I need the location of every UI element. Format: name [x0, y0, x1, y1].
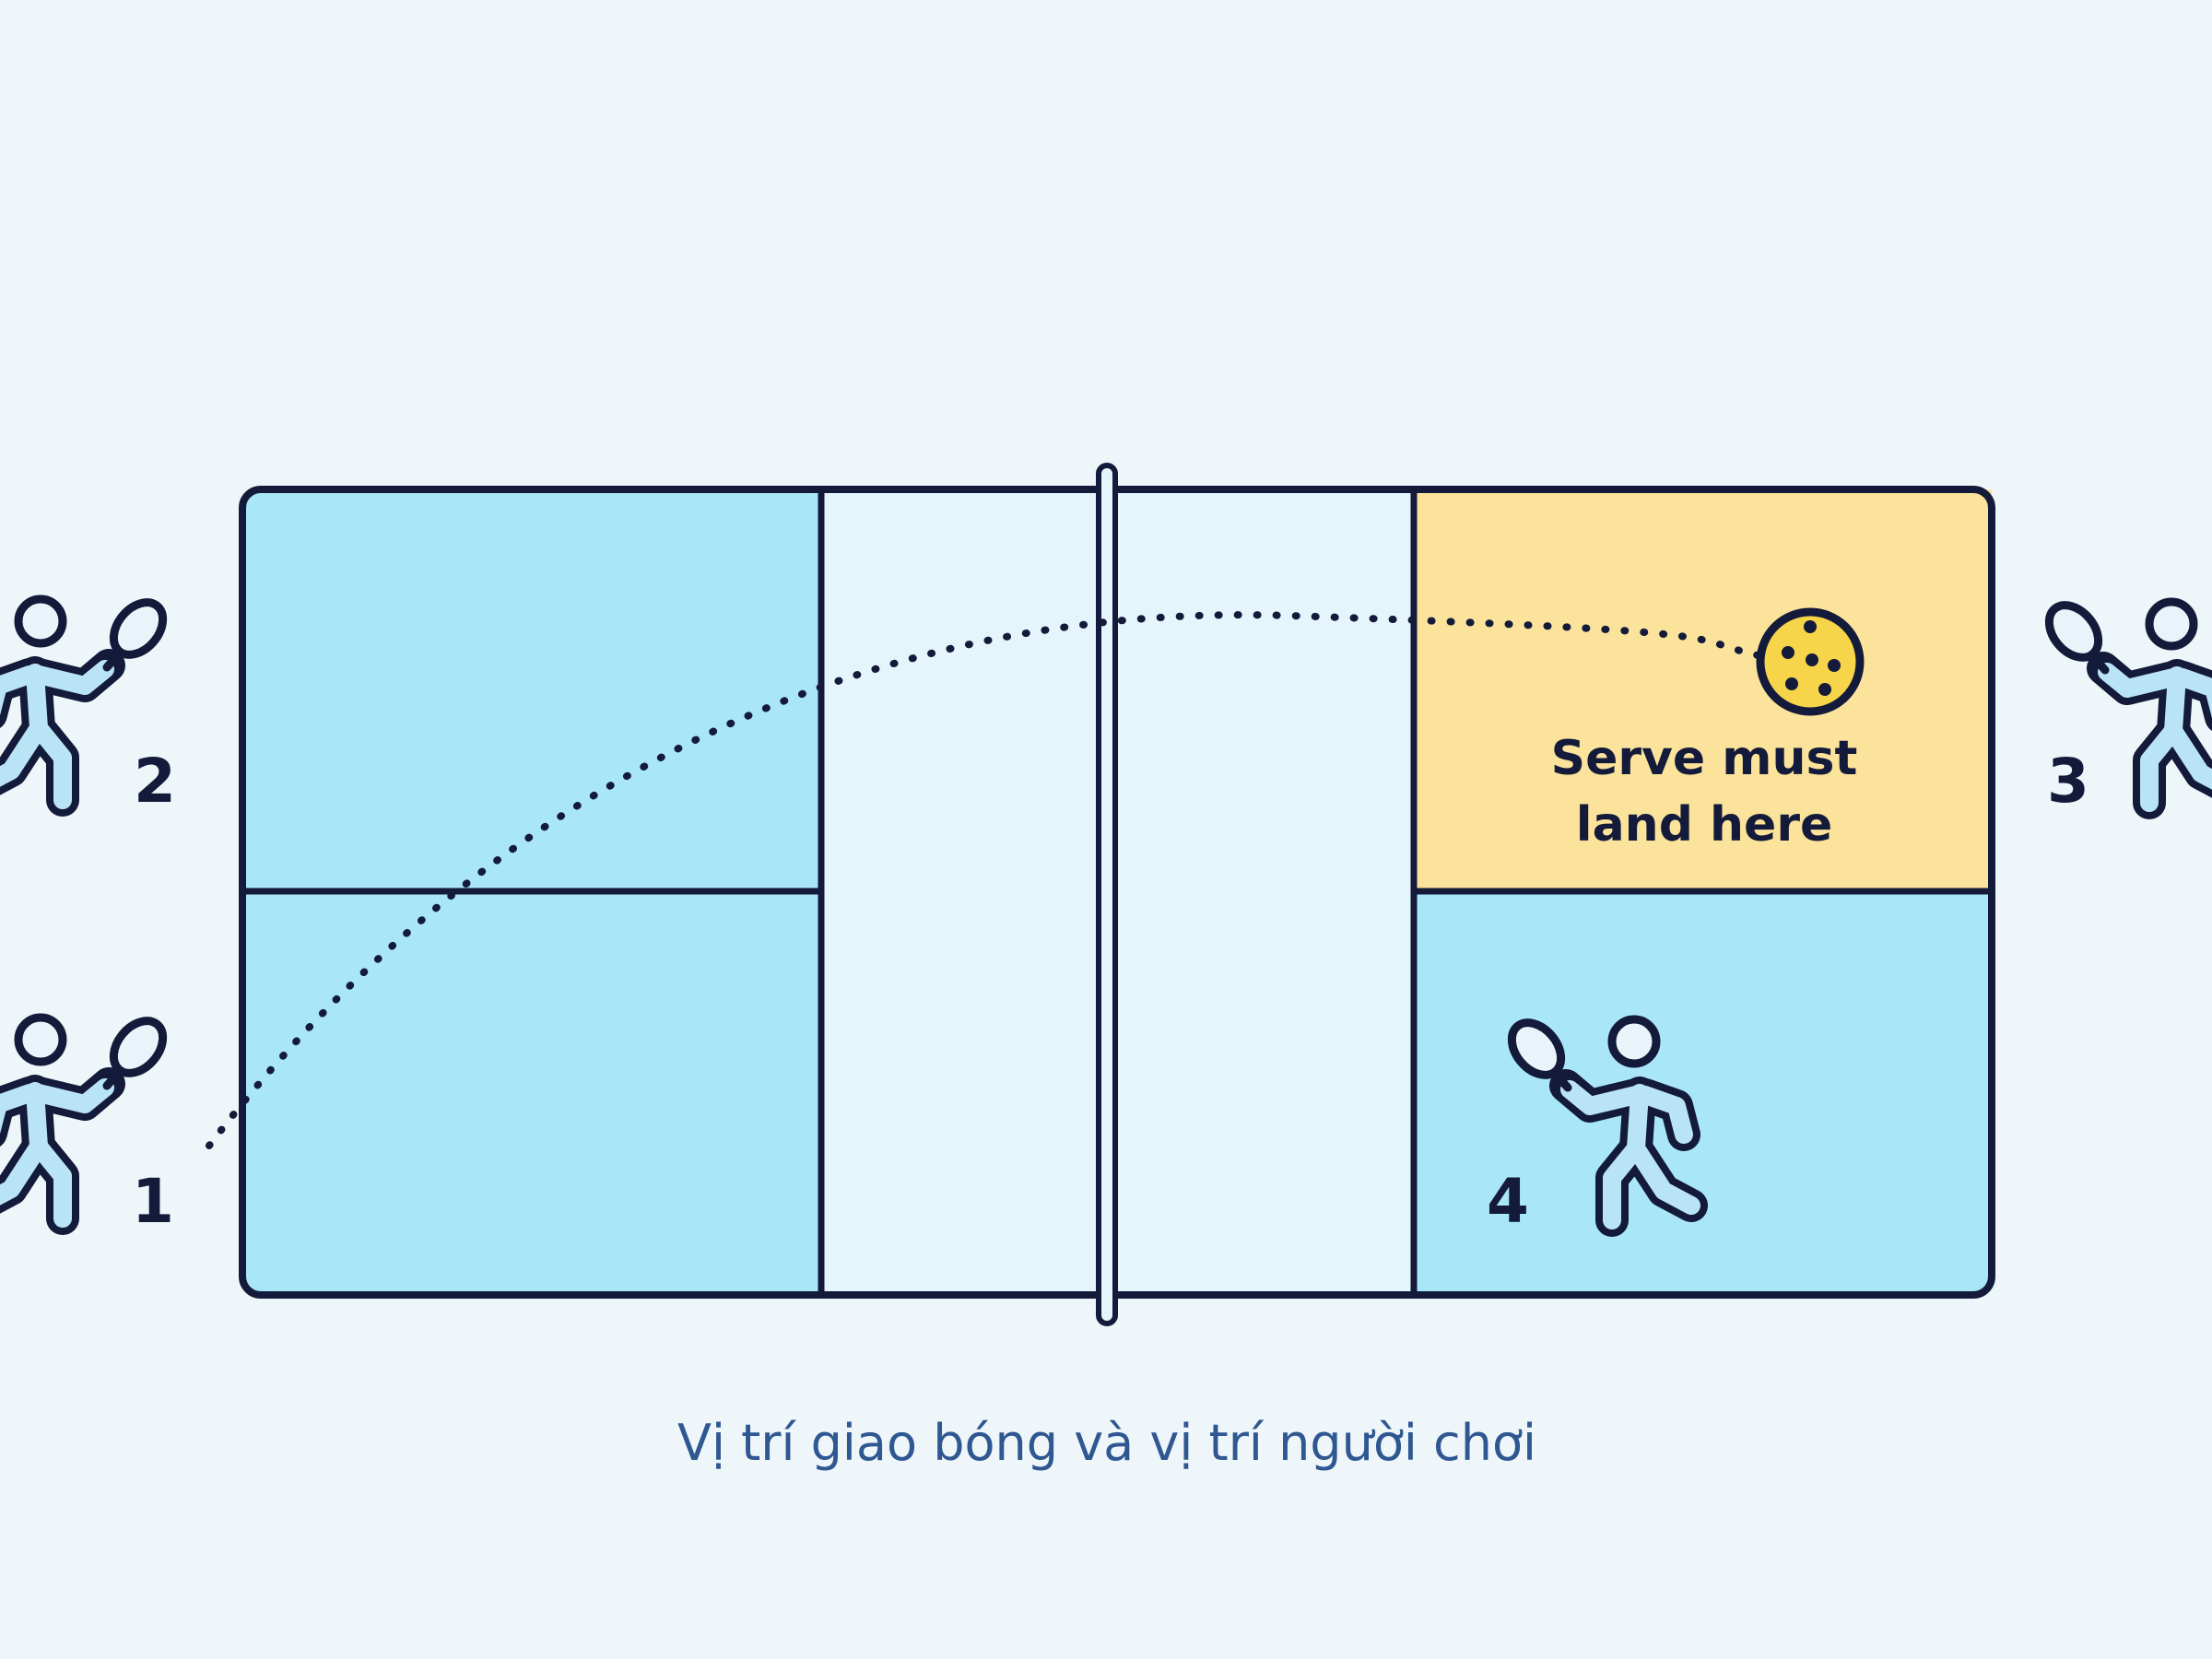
- player-1: 1: [0, 1011, 174, 1237]
- target-label-line2: land here: [1576, 797, 1832, 853]
- player-number: 2: [134, 746, 176, 817]
- serve-trajectory: [206, 611, 1766, 1149]
- player-3: 3: [2040, 595, 2212, 817]
- net: [1096, 463, 1118, 1326]
- pickleball-icon: [1756, 607, 1865, 716]
- target-service-box: [1414, 489, 1992, 891]
- caption: Vị trí giao bóng và vị trí người chơi: [677, 1414, 1536, 1472]
- court: [239, 463, 1995, 1326]
- player-number: 4: [1487, 1166, 1529, 1237]
- player-2: 2: [0, 593, 176, 817]
- player-4: 4: [1487, 1013, 1691, 1237]
- player-number: 1: [132, 1166, 174, 1237]
- target-label-line1: Serve must: [1551, 731, 1858, 786]
- player-number: 3: [2047, 746, 2089, 817]
